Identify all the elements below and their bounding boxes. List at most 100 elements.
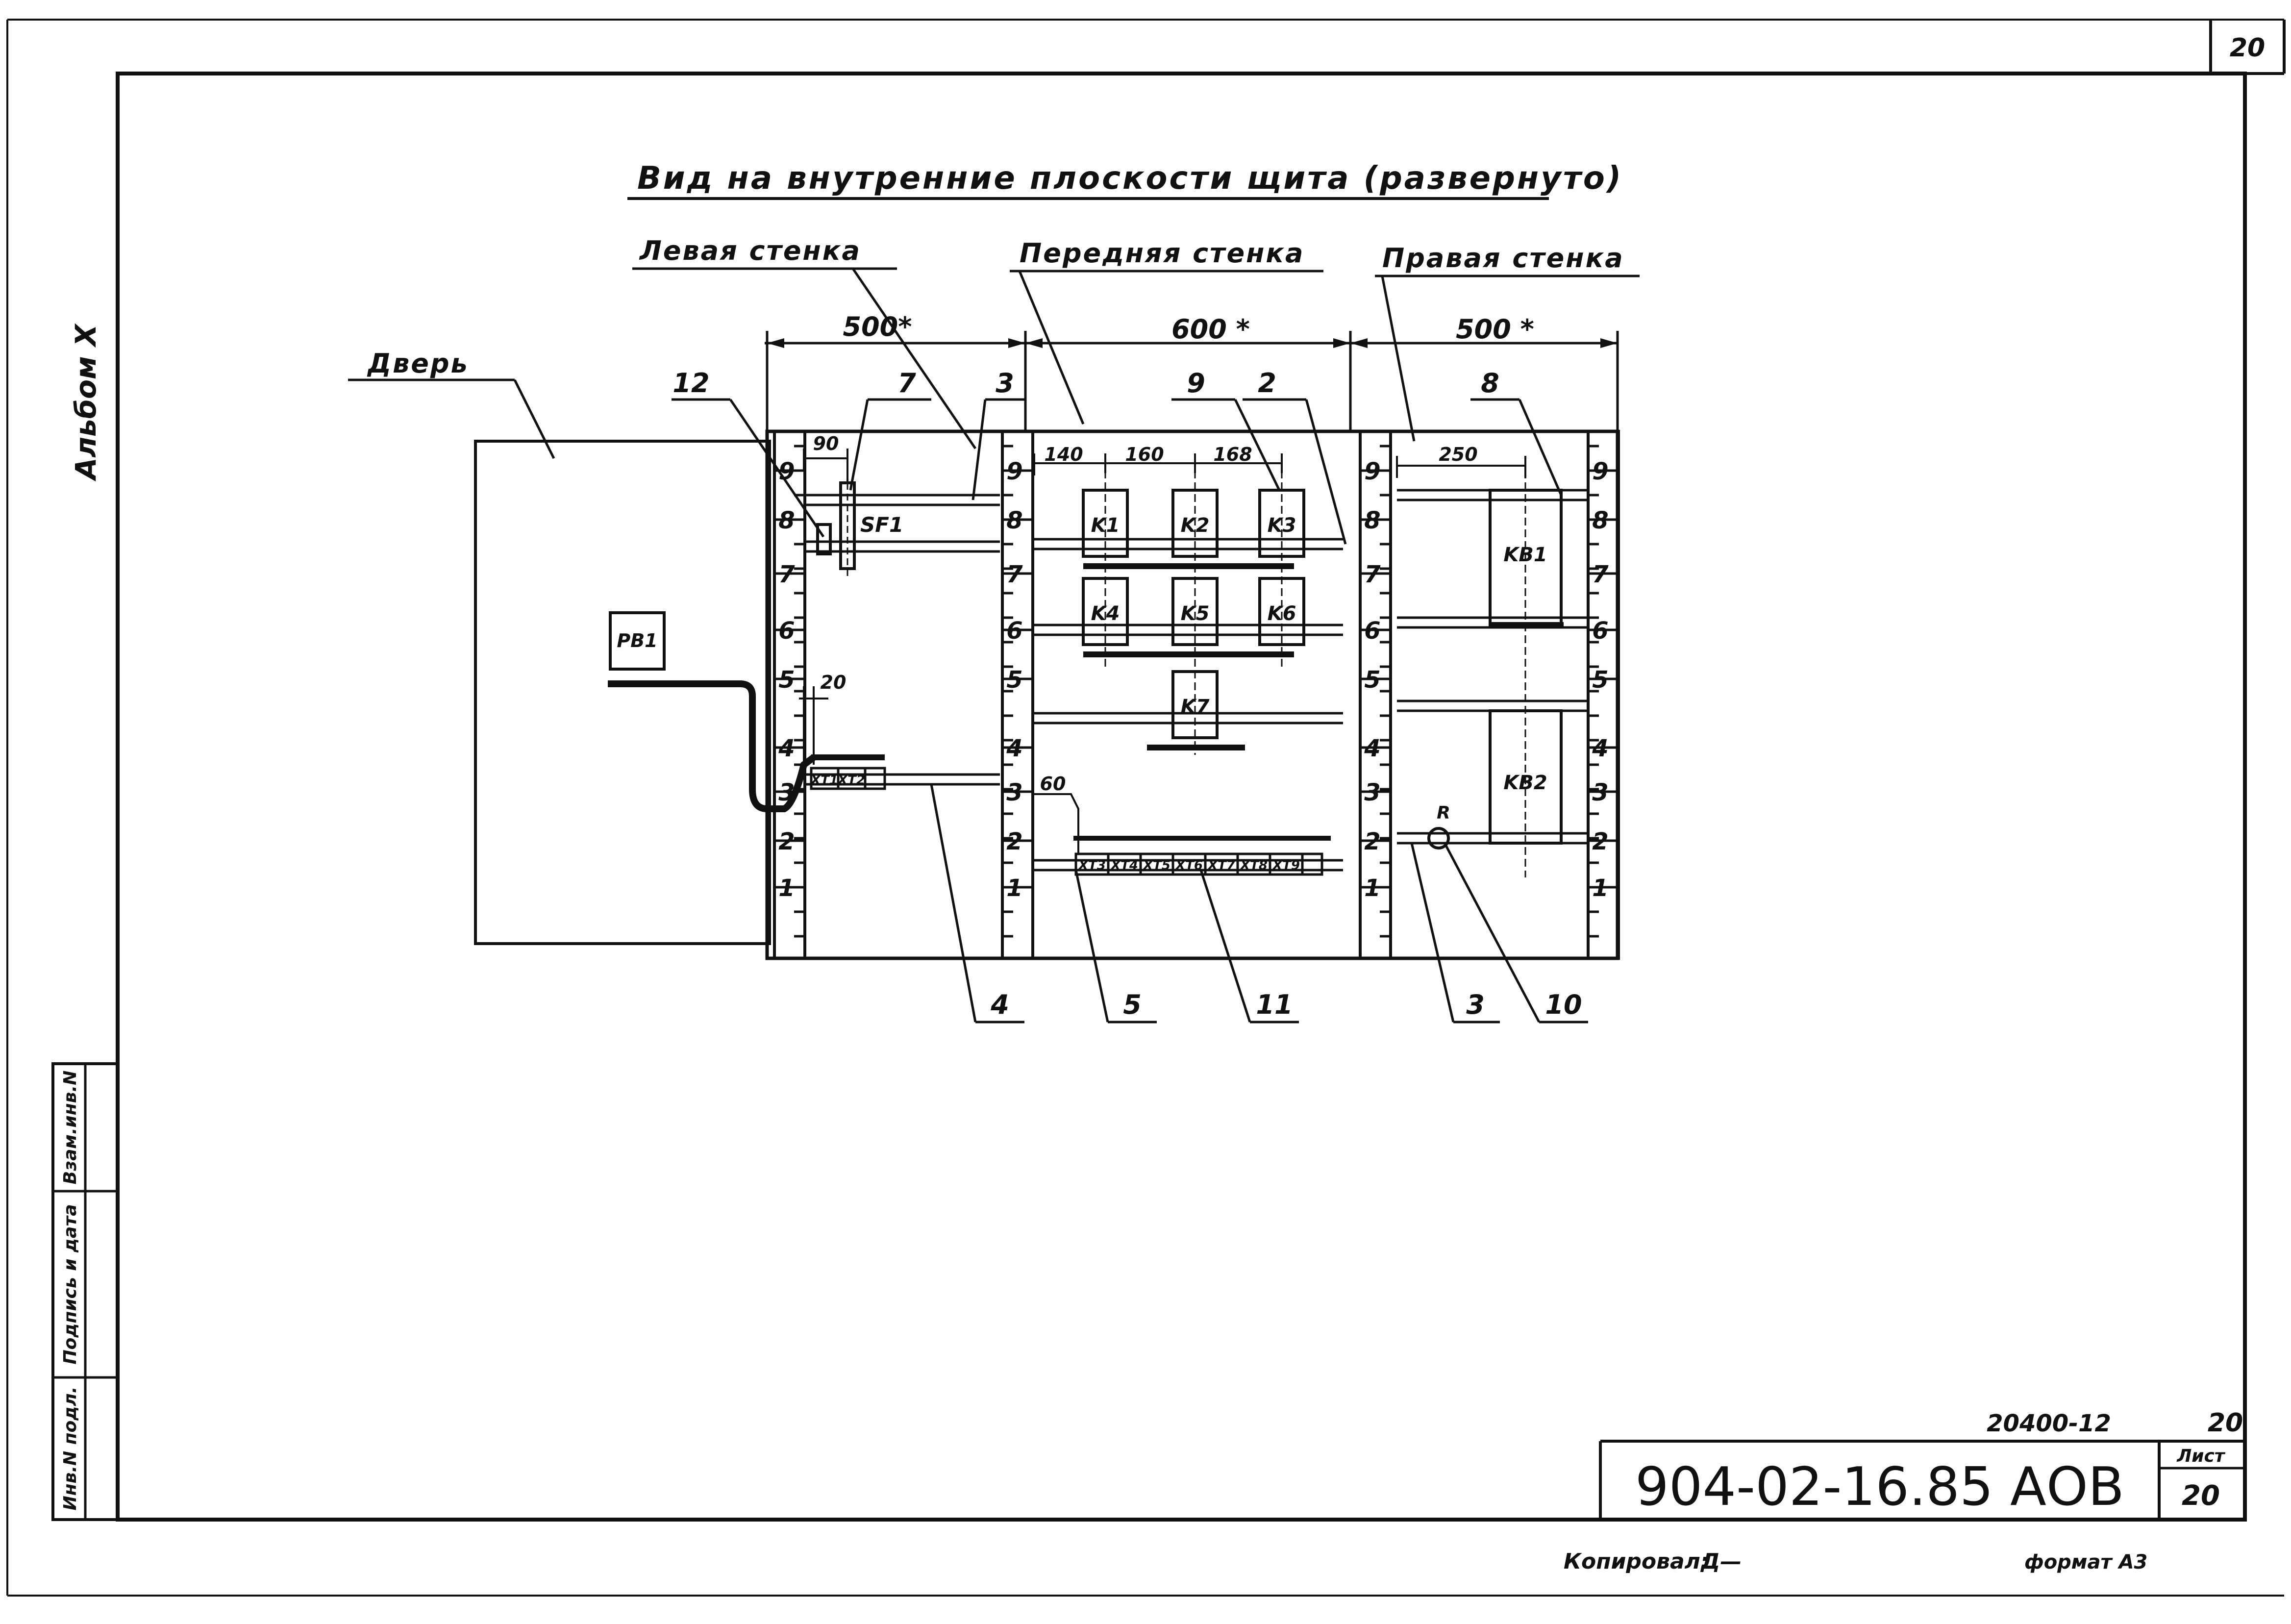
callout-3-bottom: 3 (1466, 989, 1485, 1020)
rail-number: 4 (778, 735, 795, 762)
rail-number: 1 (1592, 874, 1608, 902)
rail-number: 4 (1006, 735, 1022, 762)
callout-4: 4 (990, 989, 1009, 1020)
rail-number: 9 (1006, 458, 1022, 485)
rail-number: 7 (1364, 561, 1381, 588)
dim-90: 90 (813, 433, 839, 454)
dim-front-600: 600 * (1171, 314, 1250, 345)
rail-number: 6 (1364, 617, 1380, 645)
rail-number: 2 (1592, 828, 1608, 855)
callout-8: 8 (1481, 368, 1499, 399)
door-label: Дверь (367, 348, 469, 379)
rail-number: 2 (778, 828, 795, 855)
rail-number: 8 (1364, 507, 1380, 534)
dim-20: 20 (821, 672, 847, 693)
sheet-number-top: 20 (2208, 1408, 2243, 1438)
terminal-label: XT4 (1110, 858, 1138, 873)
device-r: R (1437, 803, 1450, 823)
device-r-circle (1427, 827, 1450, 849)
dim-60: 60 (1040, 773, 1066, 795)
rail-number: 4 (1364, 735, 1380, 762)
dim-160: 160 (1125, 444, 1164, 465)
rail-strip (1587, 430, 1620, 960)
rail-number: 5 (778, 666, 795, 694)
rail-strip (1359, 430, 1392, 960)
device-sf1: SF1 (860, 513, 903, 537)
callout-5: 5 (1123, 989, 1142, 1020)
rail-number: 8 (778, 507, 795, 534)
rail-number: 2 (1006, 828, 1022, 855)
dim-right-500: 500 * (1456, 314, 1534, 345)
side-stamp (51, 1062, 119, 1521)
rail-number: 6 (1006, 617, 1022, 645)
horizontal-rails (804, 489, 1588, 872)
terminal-end-stop (1301, 852, 1323, 876)
device-kb2: KB2 (1503, 772, 1547, 794)
dim-250: 250 (1439, 444, 1477, 465)
rail-number: 2 (1364, 828, 1380, 855)
copied-by-signature: Д— (1700, 1549, 1742, 1574)
wall-front-label: Передняя стенка (1020, 238, 1305, 269)
rail-number: 5 (1592, 666, 1608, 694)
drawing-title: Вид на внутренние плоскости щита (развер… (637, 160, 1623, 197)
stamp-replacement-inv: Взам.инв.N (60, 1071, 80, 1184)
device-k2: K2 (1181, 514, 1210, 537)
stamp-inv-no-orig: Инв.N подл. (60, 1387, 80, 1511)
rail-number: 7 (1006, 561, 1023, 588)
callout-leaders (672, 398, 1588, 1024)
rail-strip (1001, 430, 1034, 960)
rail-number: 6 (778, 617, 795, 645)
rail-number: 9 (1592, 458, 1608, 485)
callout-2: 2 (1258, 368, 1276, 399)
sheet-value: 20 (2182, 1480, 2220, 1512)
device-k7: K7 (1181, 696, 1210, 718)
device-k1: K1 (1091, 514, 1120, 537)
device-k5: K5 (1181, 602, 1210, 625)
stamp-signature-date: Подпись и дата (60, 1204, 80, 1365)
terminal-label: XT8 (1239, 858, 1268, 873)
device-k3: K3 (1268, 514, 1296, 537)
front-wall-devices (1082, 471, 1305, 755)
rail-number: 7 (778, 561, 795, 588)
rail-number: 6 (1592, 617, 1608, 645)
rail-number: 1 (1364, 874, 1380, 902)
overall-dimension-line (765, 331, 1619, 431)
callout-12: 12 (672, 368, 709, 399)
left-wall-devices (810, 481, 886, 790)
rail-number: 7 (1592, 561, 1609, 588)
wall-right-label: Правая стенка (1382, 243, 1624, 274)
terminal-label: XT7 (1207, 858, 1236, 873)
callout-3-top: 3 (996, 368, 1014, 399)
rail-number: 3 (1006, 779, 1022, 806)
wall-left-label: Левая стенка (639, 235, 861, 266)
rail-number: 8 (1592, 507, 1608, 534)
rail-number: 5 (1006, 666, 1022, 694)
document-designation: 904-02-16.85 АОВ (1635, 1456, 2124, 1518)
rail-number: 5 (1364, 666, 1380, 694)
device-pb1-box (609, 611, 666, 671)
rail-number: 3 (1592, 779, 1608, 806)
sheet-format: формат А3 (2024, 1551, 2147, 1574)
dim-168: 168 (1213, 444, 1252, 465)
album-label: Альбом X (69, 323, 102, 481)
rail-number: 8 (1006, 507, 1022, 534)
dim-140: 140 (1044, 444, 1083, 465)
terminal-xt2: XT2 (837, 773, 865, 788)
terminal-xt1: XT1 (810, 773, 838, 788)
sheet-frame (6, 19, 2286, 1597)
terminal-label: XT9 (1271, 858, 1300, 873)
inner-dimensions (799, 449, 1526, 853)
order-number: 20400-12 (1987, 1410, 2111, 1437)
device-k6: K6 (1268, 602, 1296, 625)
callout-11: 11 (1256, 989, 1293, 1020)
rail-number: 1 (1006, 874, 1022, 902)
callout-9: 9 (1187, 368, 1205, 399)
device-k4: K4 (1091, 602, 1120, 625)
device-pb1: PB1 (617, 630, 657, 651)
door-outline (474, 440, 771, 945)
device-kb1: KB1 (1503, 544, 1547, 566)
title-block (1599, 1440, 2245, 1520)
terminal-label: XT6 (1174, 858, 1203, 873)
